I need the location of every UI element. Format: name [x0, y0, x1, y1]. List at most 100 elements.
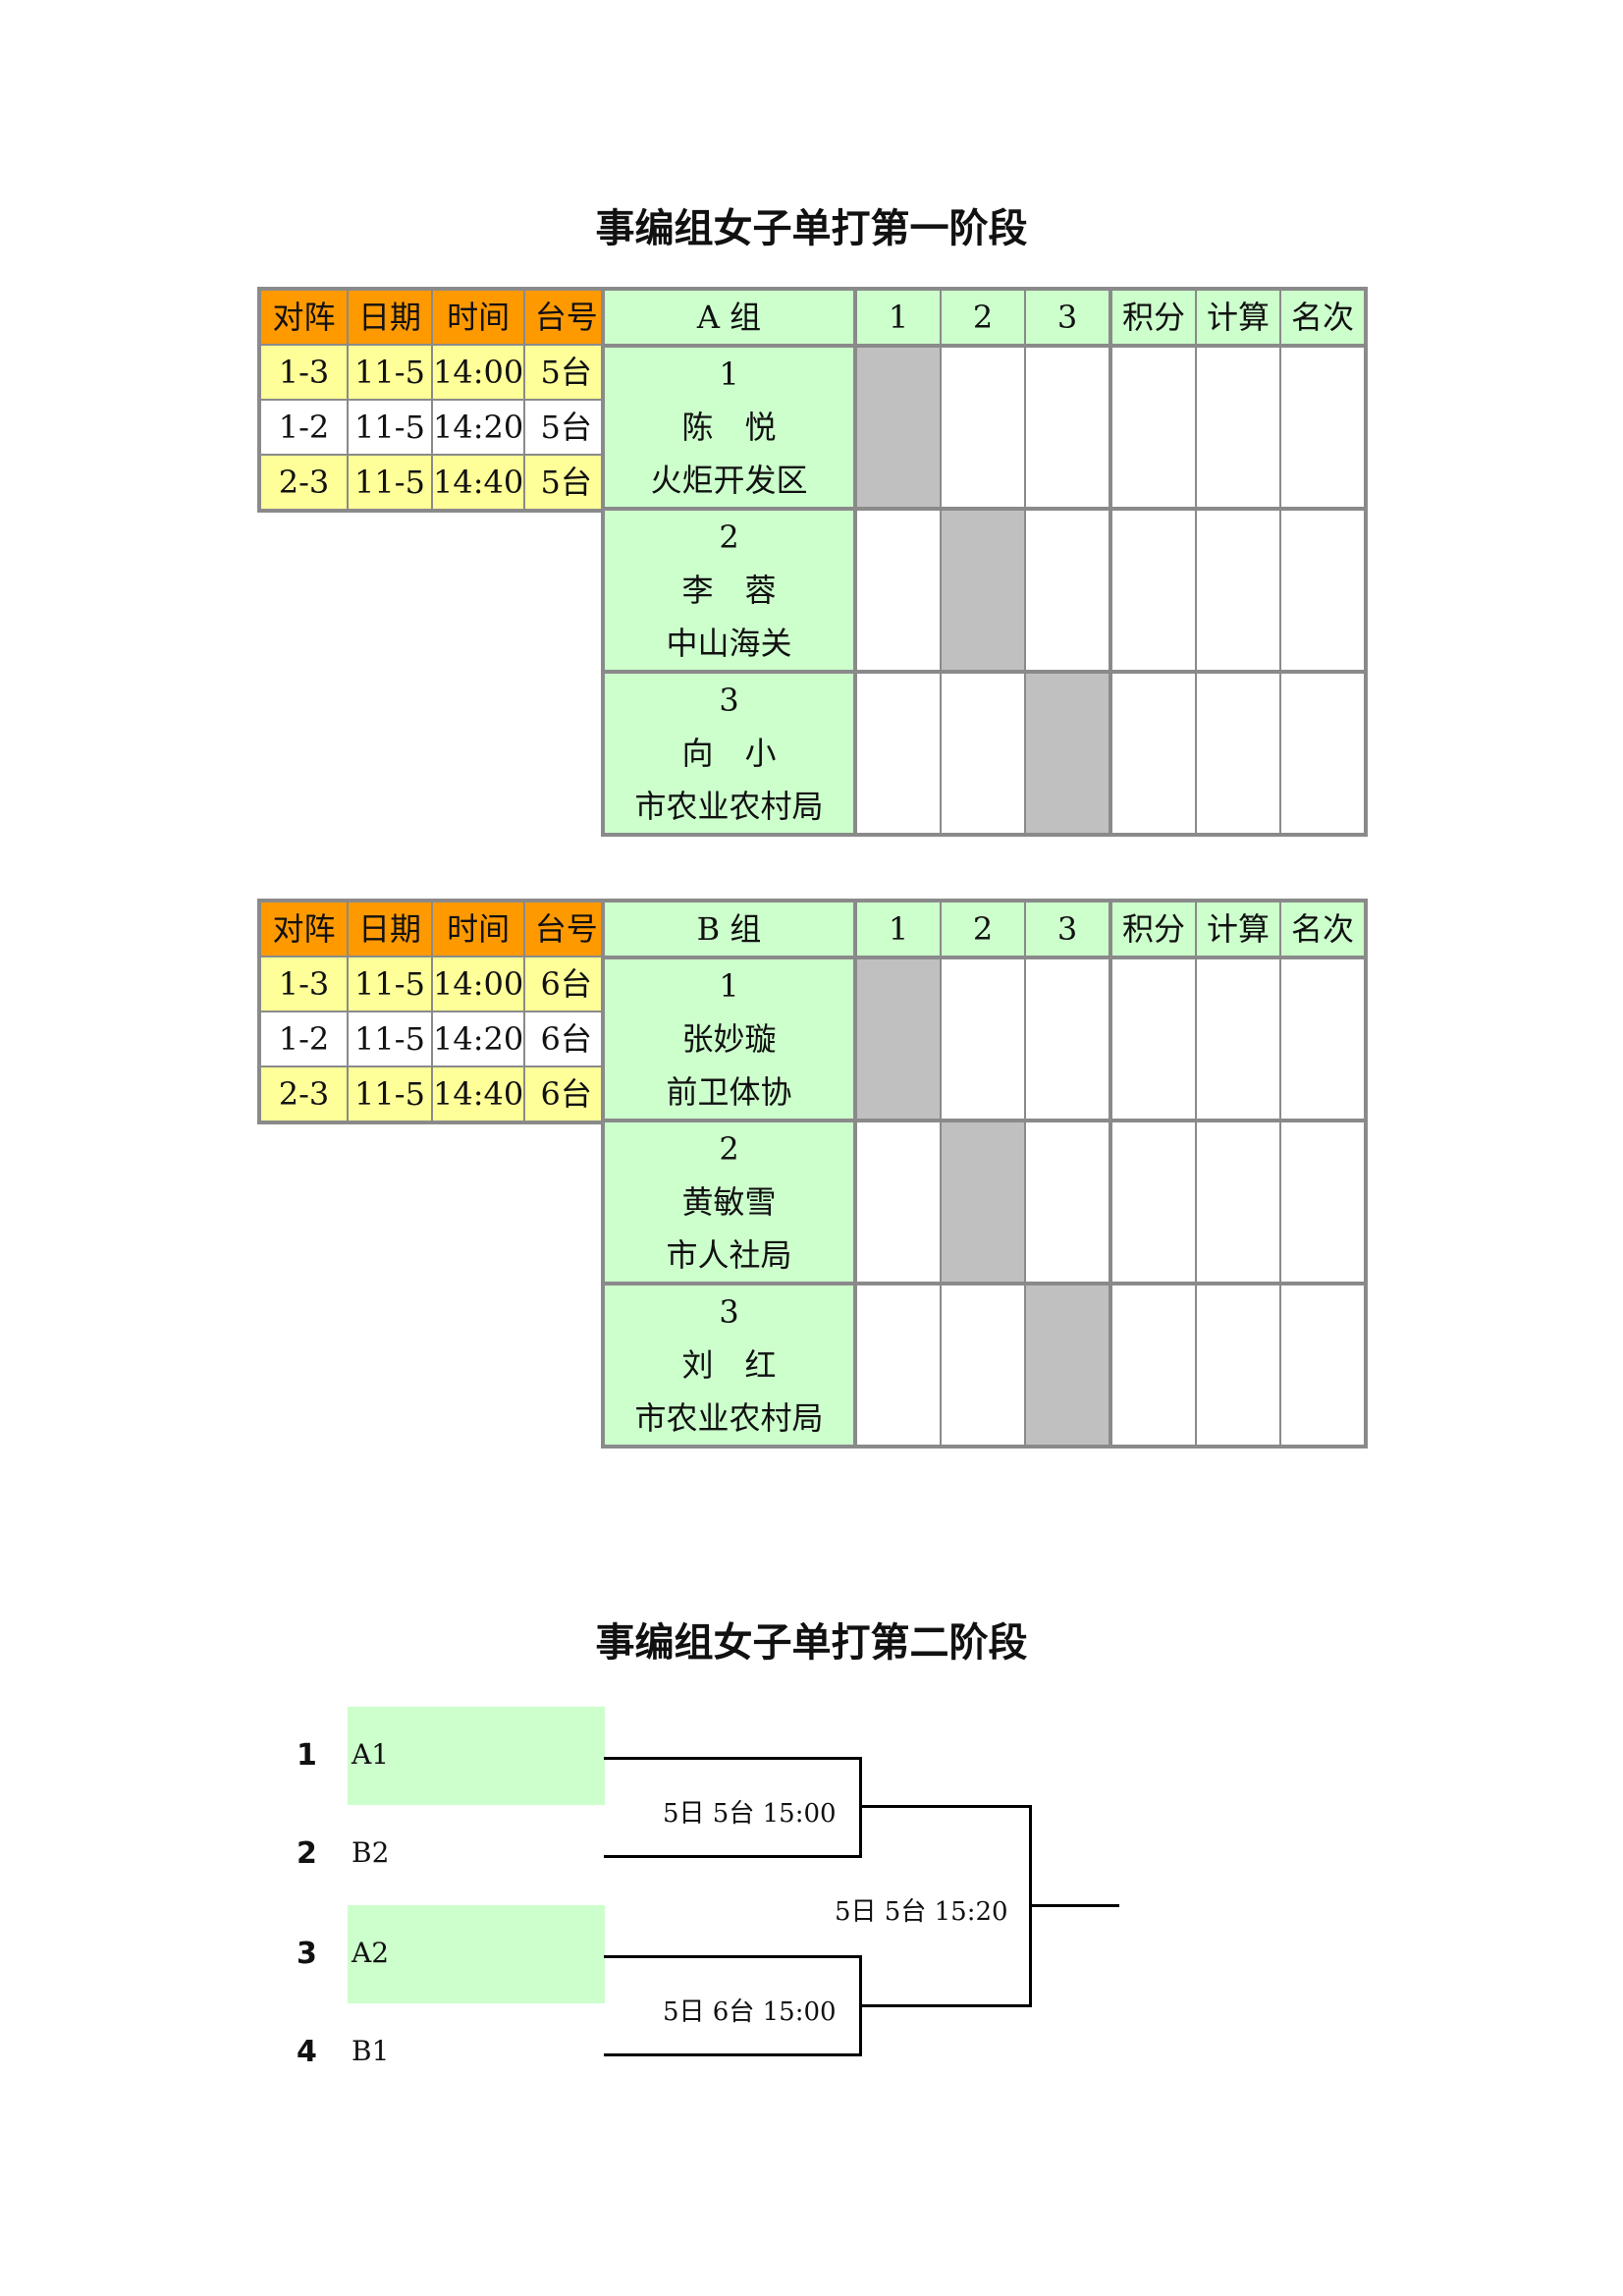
score-header-2: 2 [940, 288, 1026, 347]
schedule-row: 1-2 11-5 14:20 5台 [258, 399, 611, 456]
seed-highlight [348, 1707, 605, 1805]
score-cell[interactable] [853, 507, 942, 673]
schedule-date: 11-5 [347, 454, 433, 512]
points-cell[interactable] [1109, 956, 1197, 1121]
points-cell[interactable] [1109, 507, 1197, 673]
rank-cell[interactable] [1279, 1282, 1367, 1448]
score-cell[interactable] [853, 1119, 942, 1285]
bracket-line [604, 1955, 861, 1958]
player-seed: 3 [602, 670, 856, 727]
player-row: 3 [602, 670, 1367, 836]
score-cell[interactable] [1024, 956, 1112, 1121]
score-header-1: 1 [853, 900, 942, 958]
score-cell[interactable] [853, 1282, 942, 1448]
seed-highlight [348, 1905, 605, 2003]
score-cell[interactable] [940, 670, 1026, 836]
score-header-row: A 组 1 2 3 积分 计算 名次 [602, 288, 1367, 347]
rank-cell[interactable] [1279, 1119, 1367, 1285]
schedule-header-table: 台号 [523, 900, 611, 957]
schedule-header-date: 日期 [347, 900, 433, 957]
calc-cell[interactable] [1195, 1282, 1281, 1448]
bracket-line [604, 1855, 861, 1858]
score-cell-self [853, 956, 942, 1121]
schedule-table-no: 5台 [523, 454, 611, 512]
player-name: 陈 悦 [602, 401, 856, 454]
player-name: 张妙璇 [602, 1012, 856, 1066]
schedule-header-time: 时间 [430, 900, 526, 957]
score-cell[interactable] [940, 1282, 1026, 1448]
player-seed: 3 [602, 1282, 856, 1339]
schedule-table-no: 6台 [523, 1011, 611, 1067]
points-cell[interactable] [1109, 344, 1197, 510]
score-header-points: 积分 [1109, 288, 1197, 347]
score-cell[interactable] [1024, 344, 1112, 510]
calc-cell[interactable] [1195, 1119, 1281, 1285]
player-name: 李 蓉 [602, 564, 856, 617]
rank-cell[interactable] [1279, 956, 1367, 1121]
score-header-row: B 组 1 2 3 积分 计算 名次 [602, 900, 1367, 958]
score-header-2: 2 [940, 900, 1026, 958]
score-cell[interactable] [940, 344, 1026, 510]
player-unit: 火炬开发区 [602, 454, 856, 510]
bracket-line [859, 2004, 1031, 2007]
score-cell[interactable] [1024, 1119, 1112, 1285]
score-cell-self [940, 507, 1026, 673]
player-unit: 中山海关 [602, 617, 856, 673]
schedule-row: 1-3 11-5 14:00 6台 [258, 956, 611, 1012]
group-a-score-table: A 组 1 2 3 积分 计算 名次 1 陈 悦 火炬开发区 2 李 蓉 中山海… [601, 287, 1368, 837]
score-header-calc: 计算 [1195, 288, 1281, 347]
score-header-3: 3 [1024, 900, 1112, 958]
seed-label: B1 [352, 2035, 390, 2067]
player-seed: 2 [602, 1119, 856, 1175]
calc-cell[interactable] [1195, 507, 1281, 673]
points-cell[interactable] [1109, 1119, 1197, 1285]
schedule-match: 1-2 [258, 399, 349, 456]
score-header-rank: 名次 [1279, 288, 1367, 347]
score-cell-self [1024, 670, 1112, 836]
player-seed: 1 [602, 956, 856, 1012]
score-cell[interactable] [1024, 507, 1112, 673]
schedule-header-match: 对阵 [258, 900, 349, 957]
rank-cell[interactable] [1279, 507, 1367, 673]
score-cell-self [853, 344, 942, 509]
schedule-time: 14:00 [430, 956, 526, 1012]
score-header-rank: 名次 [1279, 900, 1367, 958]
calc-cell[interactable] [1195, 670, 1281, 836]
schedule-row: 2-3 11-5 14:40 5台 [258, 454, 611, 512]
schedule-table-no: 6台 [523, 956, 611, 1012]
score-cell[interactable] [853, 670, 942, 836]
schedule-table-no: 6台 [523, 1066, 611, 1123]
score-cell-self [940, 1119, 1026, 1285]
schedule-match: 1-3 [258, 956, 349, 1012]
seed-number: 3 [297, 1937, 317, 1971]
player-seed: 2 [602, 507, 856, 564]
schedule-match: 1-3 [258, 344, 349, 401]
seed-number: 2 [297, 1836, 317, 1871]
schedule-time: 14:20 [430, 399, 526, 456]
schedule-time: 14:00 [430, 344, 526, 401]
player-name: 黄敏雪 [602, 1175, 856, 1229]
schedule-date: 11-5 [347, 1011, 433, 1067]
rank-cell[interactable] [1279, 670, 1367, 836]
score-cell[interactable] [940, 956, 1026, 1121]
calc-cell[interactable] [1195, 344, 1281, 510]
bracket-line [1029, 1904, 1119, 1907]
seed-label: A1 [352, 1738, 390, 1771]
calc-cell[interactable] [1195, 956, 1281, 1121]
schedule-header-row: 对阵 日期 时间 台号 [258, 900, 611, 957]
stage1-title: 事编组女子单打第一阶段 [595, 206, 1028, 251]
schedule-date: 11-5 [347, 1066, 433, 1123]
group-a-schedule-table: 对阵 日期 时间 台号 1-3 11-5 14:00 5台 1-2 11-5 1… [257, 287, 612, 513]
schedule-date: 11-5 [347, 399, 433, 456]
schedule-match: 1-2 [258, 1011, 349, 1067]
seed-label: A2 [352, 1937, 390, 1969]
rank-cell[interactable] [1279, 344, 1367, 510]
player-name: 刘 红 [602, 1339, 856, 1392]
schedule-match: 2-3 [258, 1066, 349, 1123]
score-header-points: 积分 [1109, 900, 1197, 958]
points-cell[interactable] [1109, 670, 1197, 836]
schedule-header-row: 对阵 日期 时间 台号 [258, 288, 611, 346]
points-cell[interactable] [1109, 1282, 1197, 1448]
semi2-schedule: 5日 6台 15:00 [663, 1997, 837, 2027]
seed-number: 1 [297, 1738, 317, 1773]
